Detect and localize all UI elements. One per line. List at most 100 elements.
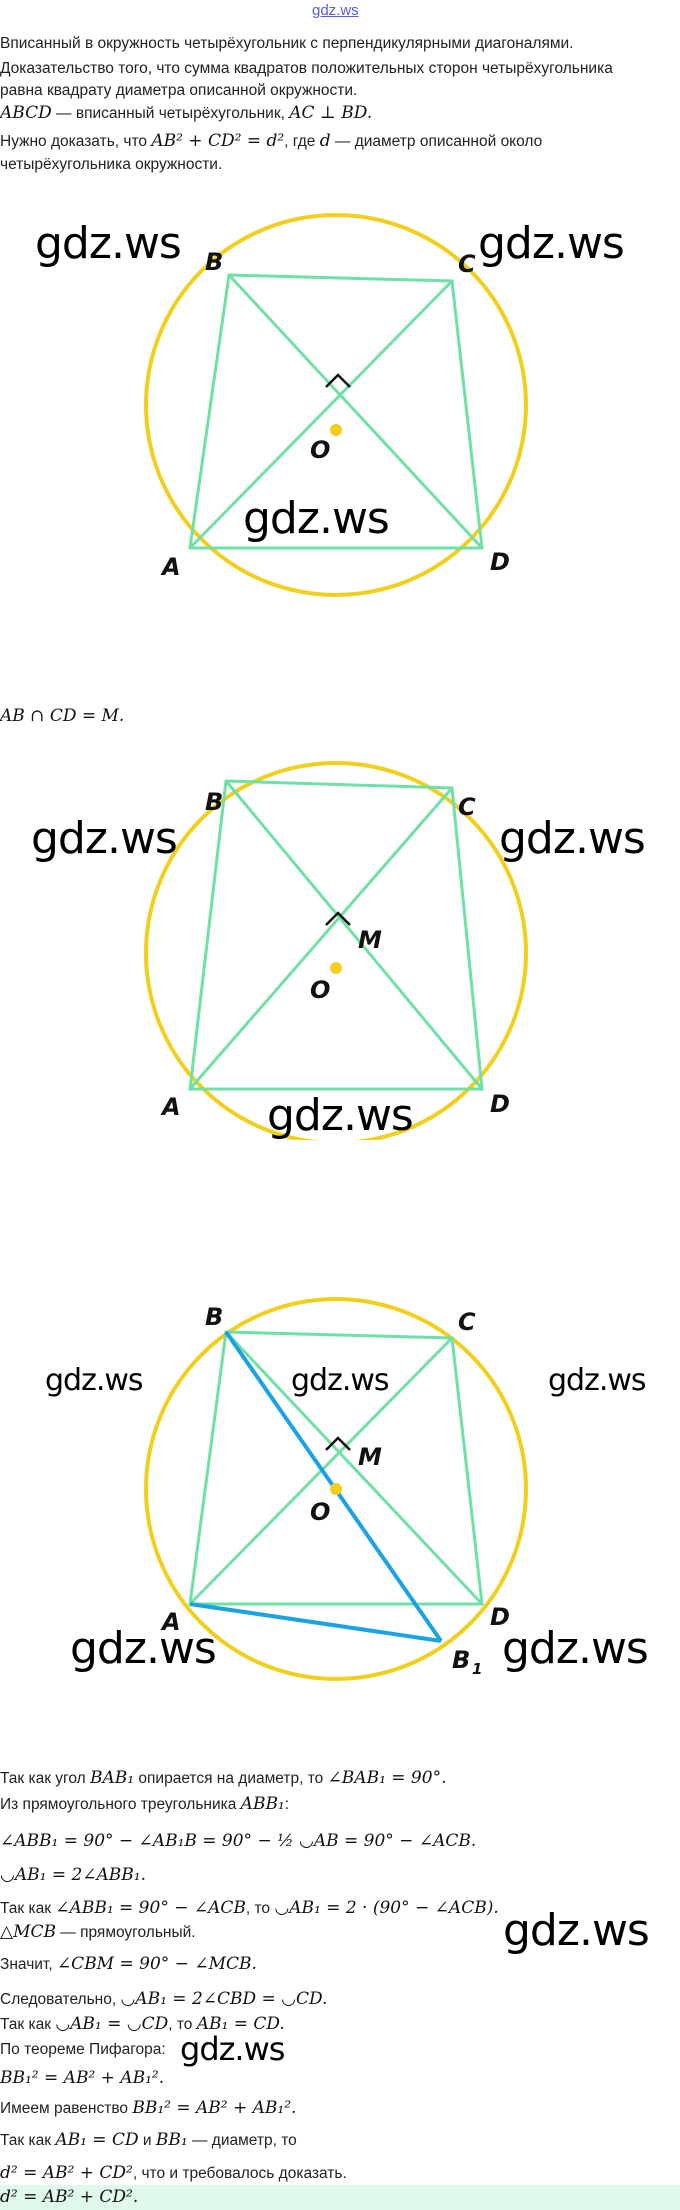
math-expression: ABCD — [0, 103, 52, 123]
math-expression: BB₁ — [155, 2130, 188, 2150]
label-b1: B — [452, 1646, 470, 1674]
math-expression: d² = AB² + CD². — [0, 2187, 139, 2207]
text-segment: — прямоугольный. — [55, 1924, 196, 1941]
watermark: gdz.ws — [291, 1363, 390, 1398]
text-segment: , то — [245, 1900, 275, 1917]
text-segment: , что и требовалось доказать. — [132, 2165, 347, 2182]
proof-line: ∠ABB₁ = 90° − ∠AB₁B = 90° − ½ ◡AB = 90° … — [0, 1830, 476, 1853]
math-expression: d — [319, 131, 331, 151]
watermark: gdz.ws — [35, 218, 182, 269]
intro-line: Нужно доказать, что AB² + CD² = d², где … — [0, 130, 542, 153]
text-segment: — вписанный четырёхугольник, — [51, 105, 290, 122]
text-segment: По теореме Пифагора: — [0, 2041, 166, 2058]
segment-ab1 — [189, 1602, 442, 1643]
right-angle-mark — [325, 1436, 351, 1451]
text-segment: равна квадрату диаметра описанной окружн… — [0, 82, 358, 99]
text-segment: , то — [168, 2016, 197, 2033]
text-segment: опирается на диаметр, то — [134, 1770, 328, 1787]
circumcircle — [144, 1297, 528, 1681]
text-segment: Из прямоугольного треугольника — [0, 1796, 241, 1813]
label-b: B — [205, 1303, 223, 1331]
math-expression: AB² + CD² = d² — [151, 131, 285, 151]
circumcircle — [144, 761, 528, 1140]
figure-3: B C A D M O B 1 — [144, 1297, 528, 1681]
proof-line: Из прямоугольного треугольника ABB₁: — [0, 1793, 289, 1816]
label-b: B — [205, 788, 223, 816]
proof-line: Значит, ∠CBM = 90° − ∠MCB. — [0, 1953, 257, 1976]
proof-line: Так как ∠ABB₁ = 90° − ∠ACB, то ◡AB₁ = 2 … — [0, 1897, 499, 1920]
math-expression: ◡AB₁ = 2∠CBD = ◡CD. — [120, 1989, 328, 2009]
proof-line: Так как угол BAB₁ опирается на диаметр, … — [0, 1767, 446, 1790]
proof-line: d² = AB² + CD². — [0, 2186, 138, 2209]
intro-line: равна квадрату диаметра описанной окружн… — [0, 80, 357, 102]
proof-line: Так как AB₁ = CD и BB₁ — диаметр, то — [0, 2129, 297, 2152]
text-segment: Нужно доказать, что — [0, 133, 152, 150]
figure-2: B C A D M O — [144, 761, 528, 1140]
math-expression: AC ⊥ BD. — [289, 103, 373, 123]
math-expression: ∠ABB₁ = 90° − ∠AB₁B = 90° − ½ ◡AB = 90° … — [0, 1831, 477, 1851]
diagonal-bd — [227, 273, 484, 550]
label-m: M — [358, 926, 382, 954]
math-expression: ∠ABB₁ = 90° − ∠ACB — [55, 1898, 246, 1918]
label-a: A — [160, 1093, 181, 1121]
math-expression: ◡AB₁ = 2 · (90° − ∠ACB). — [274, 1898, 499, 1918]
text-segment: — диаметр, то — [187, 2132, 297, 2149]
proof-line: BB₁² = AB² + AB₁². — [0, 2067, 164, 2090]
circumcircle — [144, 213, 528, 597]
site-link[interactable]: gdz.ws — [312, 2, 359, 19]
watermark: gdz.ws — [499, 813, 646, 864]
watermark: gdz.ws — [70, 1623, 217, 1674]
intersection-line: AB ∩ CD = M. — [0, 705, 124, 728]
label-d: D — [490, 1603, 510, 1631]
math-expression: BB₁² = AB² + AB₁². — [0, 2068, 165, 2088]
quadrilateral-abcd — [188, 779, 484, 1091]
math-expression: ∠CBM = 90° − ∠MCB. — [56, 1954, 257, 1974]
proof-line: d² = AB² + CD², что и требовалось доказа… — [0, 2162, 347, 2185]
watermark: gdz.ws — [267, 1090, 414, 1141]
math-expression: △MCB — [0, 1922, 56, 1942]
text-segment: Вписанный в окружность четырёхугольник с… — [0, 35, 574, 52]
label-a: A — [160, 1608, 181, 1636]
text-segment: Так как — [0, 1900, 56, 1917]
answer-highlight — [0, 2185, 680, 2210]
math-expression: AB₁ = CD. — [196, 2014, 285, 2034]
text-segment: четырёхугольника окружности. — [0, 156, 223, 173]
proof-line: ◡AB₁ = 2∠ABB₁. — [0, 1864, 146, 1887]
label-c: C — [458, 793, 476, 821]
diagonal-bd — [224, 1330, 484, 1606]
label-m: M — [358, 1443, 382, 1471]
text-segment: Так как — [0, 2132, 56, 2149]
watermark: gdz.ws — [180, 2030, 285, 2068]
math-expression: AB ∩ CD = M. — [0, 706, 125, 726]
label-o: O — [310, 436, 330, 464]
watermark: gdz.ws — [243, 493, 390, 544]
intro-line: Вписанный в окружность четырёхугольник с… — [0, 33, 573, 55]
math-expression: ABB₁ — [240, 1794, 285, 1814]
diagonal-ac — [188, 279, 454, 550]
text-segment: — диаметр описанной около — [330, 133, 543, 150]
diagonal-bd — [224, 780, 484, 1090]
text-segment: и — [138, 2132, 156, 2149]
watermark: gdz.ws — [45, 1363, 144, 1398]
math-expression: ◡AB₁ = ◡CD — [55, 2014, 169, 2034]
text-segment: Так как — [0, 2016, 56, 2033]
text-segment: : — [284, 1796, 290, 1813]
proof-line: △MCB — прямоугольный. — [0, 1921, 196, 1944]
watermark: gdz.ws — [478, 218, 625, 269]
intro-line: ABCD — вписанный четырёхугольник, AC ⊥ B… — [0, 102, 372, 125]
label-d: D — [490, 1090, 510, 1118]
text-segment: Доказательство того, что сумма квадратов… — [0, 60, 613, 77]
intro-line: Доказательство того, что сумма квадратов… — [0, 58, 613, 80]
math-expression: ∠BAB₁ = 90°. — [327, 1768, 447, 1788]
right-angle-mark — [325, 373, 351, 388]
label-c: C — [458, 250, 476, 278]
diagonal-ac — [188, 787, 454, 1090]
label-b1-subscript: 1 — [472, 1660, 482, 1678]
label-c: C — [458, 1308, 476, 1336]
figure-1: B C A D O — [144, 213, 528, 597]
proof-line: Имеем равенство BB₁² = AB² + AB₁². — [0, 2097, 296, 2120]
center-point — [330, 1483, 342, 1495]
text-segment: Имеем равенство — [0, 2100, 133, 2117]
text-segment: , где — [284, 133, 320, 150]
